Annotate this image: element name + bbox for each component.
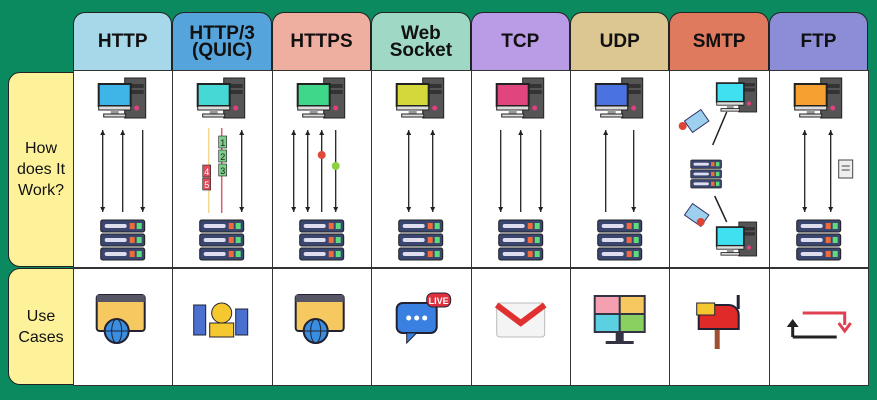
computer-icon [793,77,842,119]
file-transfer-icon [786,311,852,339]
row-label-text: Use Cases [18,307,64,346]
column-title: HTTPS [290,31,353,52]
live-chat-icon: LIVE [395,292,452,345]
computer-icon [97,77,147,119]
computer-icon [395,77,445,119]
computer-icon-receiver [716,221,758,257]
video-conference-icon [593,295,646,344]
diagram-http-3-quic: 1 2 3 4 5 [193,77,249,338]
server-icon [398,219,444,261]
column-header-udp: UDP [570,12,670,70]
envelope-icon [684,202,710,228]
svg-text:5: 5 [205,180,210,190]
computer-icon-sender [716,77,758,113]
svg-text:2: 2 [221,152,226,162]
secure-web-globe-icon [294,294,345,344]
server-icon [690,159,723,189]
envelope-icon [679,108,710,134]
diagram-https [290,77,345,344]
live-badge: LIVE [429,296,449,306]
mailbox-icon [696,295,741,349]
column-title: FTP [800,31,837,52]
row-label-how-it-works: How does It Work? [8,72,74,267]
smart-city-icon [193,302,249,338]
column-header-ftp: FTP [768,12,869,70]
diagram-tcp [494,77,547,338]
column-title: UDP [599,31,640,52]
column-title: TCP [501,31,540,52]
row-label-text: How does It Work? [16,140,66,199]
diagram-udp [593,77,646,344]
web-globe-icon [95,294,146,344]
diagram-smtp [679,77,758,349]
column-header-tcp: TCP [470,12,570,70]
row-label-use-cases: Use Cases [8,268,74,385]
server-icon [597,219,643,261]
computer-icon [594,77,644,119]
document-icon [837,159,853,179]
column-title: SMTP [692,31,746,52]
server-icon [497,219,543,261]
server-icon [100,219,146,261]
column-title: HTTP [97,31,148,52]
diagram-web-socket: LIVE [395,77,452,345]
column-title: Web Socket [389,22,453,61]
computer-icon [197,77,246,119]
computer-icon [495,77,544,119]
column-header-http-3-quic: HTTP/3 (QUIC) [172,12,272,70]
column-title: HTTP/3 (QUIC) [189,22,255,61]
svg-text:3: 3 [221,166,226,176]
diagram-ftp [786,77,853,339]
email-icon [494,302,547,338]
svg-text:1: 1 [221,138,226,148]
server-icon [199,219,245,261]
column-header-http: HTTP [73,12,173,70]
server-icon [795,219,841,261]
column-header-https: HTTPS [271,12,372,70]
column-header-smtp: SMTP [669,12,769,70]
svg-text:4: 4 [205,167,210,177]
column-header-web-socket: Web Socket [371,12,471,70]
use-cell-ftp [768,268,870,386]
diagram-http [95,77,147,344]
server-icon [298,219,344,261]
computer-icon [296,77,345,119]
